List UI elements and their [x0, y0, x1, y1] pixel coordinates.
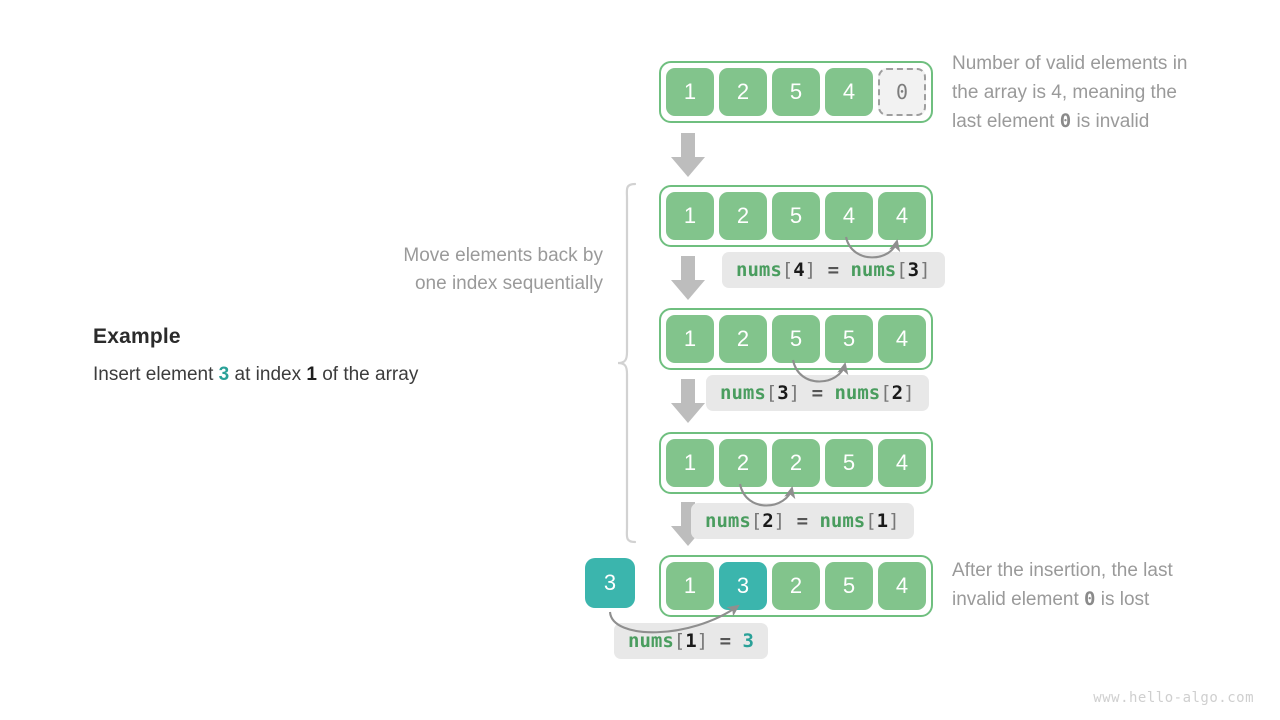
code-bracket-close: ] [804, 259, 817, 281]
code-rhs-index: 1 [876, 510, 889, 532]
code-lhs-index: 3 [777, 382, 789, 404]
code-rhs-index: 3 [907, 259, 920, 281]
code-bracket-open: [ [865, 510, 877, 532]
code-operator: = [708, 630, 743, 652]
move-elements-caption: Move elements back by one index sequenti… [290, 242, 603, 298]
note-top: Number of valid elements in the array is… [952, 49, 1262, 136]
code-bracket-open: [ [896, 259, 908, 281]
note-top-line-1: Number of valid elements in [952, 53, 1188, 74]
array-cell: 4 [825, 192, 873, 240]
array-cell: 2 [719, 68, 767, 116]
array-cell: 3 [719, 562, 767, 610]
example-block: Example Insert element 3 at index 1 of t… [93, 325, 553, 386]
note-top-line-3-pre: last element [952, 111, 1060, 132]
array-cell: 2 [719, 192, 767, 240]
array-cell: 5 [772, 192, 820, 240]
down-arrow-icon [671, 256, 705, 300]
note-top-line-3-post: is invalid [1071, 111, 1150, 132]
note-bottom-line-2-pre: invalid element [952, 589, 1085, 610]
code-label-nums4-nums3: nums[4] = nums[3] [722, 252, 945, 288]
example-desc-value: 3 [218, 364, 230, 385]
array-cell: 2 [719, 439, 767, 487]
array-cell: 5 [825, 562, 873, 610]
example-description: Insert element 3 at index 1 of the array [93, 364, 553, 386]
example-desc-index: 1 [306, 364, 317, 385]
example-desc-suffix: of the array [316, 364, 419, 385]
inserted-value-box: 3 [585, 558, 635, 608]
note-bottom: After the insertion, the last invalid el… [952, 556, 1272, 614]
array-cell: 1 [666, 315, 714, 363]
example-title: Example [93, 325, 181, 348]
code-operator: = [816, 259, 851, 281]
note-top-line-3: last element 0 is invalid [952, 107, 1262, 136]
code-lhs-name: nums [720, 382, 766, 404]
array-cell: 0 [878, 68, 926, 116]
code-lhs-name: nums [736, 259, 782, 281]
note-top-line-2: the array is 4, meaning the [952, 82, 1177, 103]
code-bracket-close: ] [888, 510, 900, 532]
note-bottom-line-2: invalid element 0 is lost [952, 585, 1272, 614]
code-bracket-open: [ [880, 382, 892, 404]
array-cell: 5 [772, 315, 820, 363]
array-cell: 2 [772, 562, 820, 610]
array-cell: 2 [719, 315, 767, 363]
array-cell: 4 [878, 562, 926, 610]
code-rhs-name: nums [819, 510, 866, 532]
array-cell: 5 [825, 315, 873, 363]
array-cell: 5 [772, 68, 820, 116]
code-bracket-close: ] [903, 382, 915, 404]
array-cell: 4 [878, 439, 926, 487]
array-cell: 1 [666, 192, 714, 240]
code-bracket-close: ] [773, 510, 786, 532]
note-top-invalid-value: 0 [1059, 110, 1072, 132]
code-rhs-index: 2 [891, 382, 904, 404]
code-lhs-index: 1 [685, 630, 697, 652]
array-cell: 1 [666, 562, 714, 610]
note-bottom-line-1: After the insertion, the last [952, 560, 1173, 581]
code-lhs-name: nums [705, 510, 751, 532]
code-bracket-open: [ [673, 630, 686, 652]
note-bottom-invalid-value: 0 [1084, 588, 1096, 610]
code-bracket-close: ] [919, 259, 931, 281]
array-cell: 2 [772, 439, 820, 487]
code-lhs-index: 4 [793, 259, 805, 281]
code-bracket-close: ] [696, 630, 709, 652]
code-operator: = [785, 510, 820, 532]
array-cell: 1 [666, 439, 714, 487]
watermark: www.hello-algo.com [1093, 690, 1254, 706]
array-cell: 4 [878, 315, 926, 363]
code-label-nums1-assign-3: nums[1] = 3 [614, 623, 768, 659]
move-caption-line-2: one index sequentially [414, 273, 603, 294]
code-rhs-name: nums [834, 382, 881, 404]
code-lhs-name: nums [628, 630, 674, 652]
note-bottom-line-2-post: is lost [1095, 589, 1150, 610]
inserted-value: 3 [603, 570, 617, 595]
code-bracket-close: ] [788, 382, 801, 404]
code-operator: = [800, 382, 835, 404]
move-caption-line-1: Move elements back by [403, 245, 603, 266]
example-desc-prefix: Insert element [93, 364, 219, 385]
down-arrow-icon [671, 133, 705, 177]
array-cell: 1 [666, 68, 714, 116]
code-lhs-index: 2 [762, 510, 774, 532]
code-rhs-literal: 3 [742, 630, 754, 652]
array-cell: 4 [878, 192, 926, 240]
down-arrow-icon [671, 379, 705, 423]
code-bracket-open: [ [781, 259, 794, 281]
example-desc-middle: at index [229, 364, 307, 385]
group-brace [617, 182, 637, 544]
code-label-nums3-nums2: nums[3] = nums[2] [706, 375, 929, 411]
array-cell: 4 [825, 68, 873, 116]
code-label-nums2-nums1: nums[2] = nums[1] [691, 503, 914, 539]
code-bracket-open: [ [765, 382, 778, 404]
code-bracket-open: [ [750, 510, 763, 532]
array-cell: 5 [825, 439, 873, 487]
code-rhs-name: nums [850, 259, 897, 281]
